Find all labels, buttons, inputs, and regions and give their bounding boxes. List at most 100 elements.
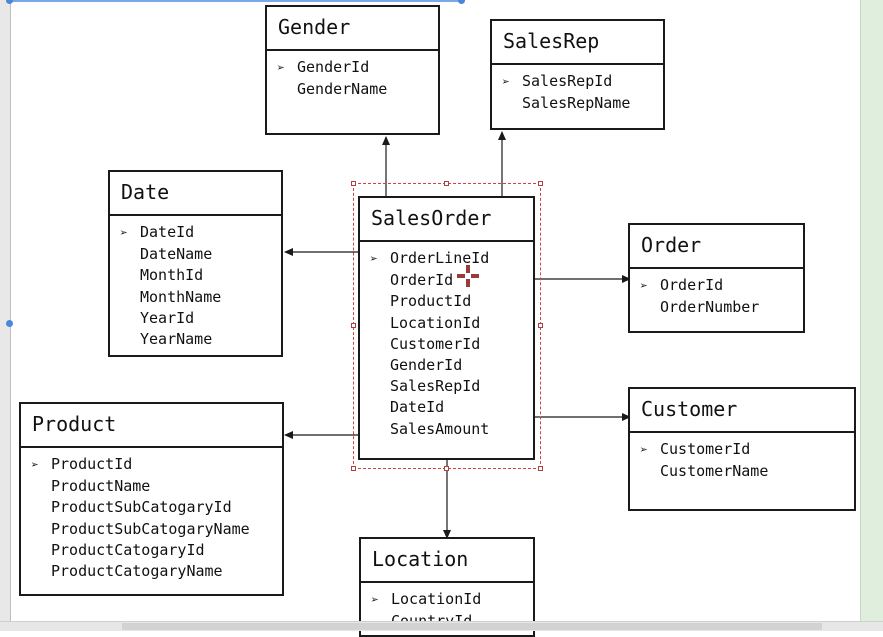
entity-title: SalesOrder	[360, 198, 533, 242]
field-row-key: ➢ DateId	[120, 222, 281, 244]
entity-title: Customer	[630, 389, 854, 433]
entity-location[interactable]: Location ➢LocationIdCountryId	[359, 537, 535, 637]
field-name: ProductId	[390, 292, 472, 311]
entity-title: Product	[21, 404, 282, 448]
entity-title: Gender	[267, 7, 438, 51]
field-name: ProductName	[51, 477, 151, 496]
field-name: CustomerName	[660, 462, 769, 481]
field-row: DateId	[370, 397, 533, 418]
field-row-key: ➢SalesRepId	[502, 71, 663, 93]
field-name: DateId	[140, 223, 195, 241]
primary-key-arrow-icon: ➢	[370, 252, 378, 267]
field-name: MonthName	[140, 287, 222, 306]
primary-key-arrow-icon: ➢	[120, 226, 128, 241]
horizontal-scrollbar[interactable]	[0, 621, 883, 631]
field-row: MonthName	[120, 287, 281, 308]
selection-handle[interactable]	[538, 323, 543, 328]
selection-handle[interactable]	[538, 466, 543, 471]
right-panel-edge	[860, 0, 883, 630]
primary-key-arrow-icon: ➢	[277, 61, 285, 76]
field-row: ProductSubCatogaryName	[31, 519, 282, 540]
field-name: LocationId	[391, 590, 482, 608]
field-name: ProductSubCatogaryId	[51, 498, 232, 517]
field-name: OrderNumber	[660, 298, 760, 317]
field-name: MonthId	[140, 266, 204, 285]
field-row: YearId	[120, 308, 281, 329]
field-row: ProductName	[31, 476, 282, 497]
primary-key-arrow-icon: ➢	[502, 75, 510, 90]
field-name: ProductCatogaryName	[51, 562, 223, 581]
field-name: SalesAmount	[390, 419, 490, 438]
field-row-key: ➢OrderId	[640, 275, 803, 297]
field-row: CustomerName	[640, 461, 854, 482]
field-name: CustomerId	[660, 440, 751, 458]
field-name: ProductCatogaryId	[51, 540, 205, 559]
entity-title: SalesRep	[492, 21, 663, 65]
field-name: YearId	[140, 308, 195, 327]
resize-handle[interactable]	[6, 0, 13, 4]
field-name: CustomerId	[390, 334, 481, 353]
resize-handle[interactable]	[6, 320, 13, 327]
field-row: GenderId	[370, 355, 533, 376]
field-row-key: ➢ OrderLineId	[370, 248, 533, 270]
field-name: OrderLineId	[390, 249, 490, 267]
field-row: OrderNumber	[640, 297, 803, 318]
selection-handle[interactable]	[351, 323, 356, 328]
selection-handle[interactable]	[538, 181, 543, 186]
move-cursor-icon	[457, 265, 479, 287]
field-name: ProductId	[51, 455, 133, 473]
field-name: YearName	[140, 330, 213, 349]
field-name: SalesRepId	[390, 377, 481, 396]
selection-handle[interactable]	[444, 181, 449, 186]
field-name: LocationId	[390, 313, 481, 332]
scrollbar-thumb[interactable]	[122, 623, 822, 630]
field-row-key: ➢ LocationId	[371, 589, 533, 611]
selection-handle[interactable]	[351, 466, 356, 471]
selection-guide-line	[10, 0, 460, 2]
field-row: LocationId	[370, 313, 533, 334]
field-row-key: ➢ProductId	[31, 454, 282, 476]
resize-handle[interactable]	[458, 0, 465, 4]
field-row: SalesRepName	[502, 93, 663, 114]
field-row: OrderId	[370, 270, 533, 291]
left-ruler	[0, 0, 11, 630]
primary-key-arrow-icon: ➢	[371, 593, 379, 608]
field-name: GenderName	[297, 80, 388, 99]
field-row: ProductId	[370, 291, 533, 312]
entity-title: Order	[630, 225, 803, 269]
field-row-key: ➢ CustomerId	[640, 439, 854, 461]
field-name: DateId	[390, 398, 445, 417]
field-row: YearName	[120, 329, 281, 350]
field-row: ProductCatogaryName	[31, 561, 282, 582]
field-name: SalesRepName	[522, 94, 631, 113]
primary-key-arrow-icon: ➢	[640, 443, 648, 458]
selection-handle[interactable]	[444, 466, 449, 471]
entity-title: Location	[361, 539, 533, 583]
field-row: DateName	[120, 244, 281, 265]
field-row: ProductCatogaryId	[31, 540, 282, 561]
field-row: GenderName	[277, 79, 438, 100]
selection-handle[interactable]	[351, 181, 356, 186]
field-name: ProductSubCatogaryName	[51, 519, 250, 538]
field-name: OrderId	[390, 271, 454, 290]
field-row: SalesRepId	[370, 376, 533, 397]
field-row: ProductSubCatogaryId	[31, 497, 282, 518]
field-row: CustomerId	[370, 334, 533, 355]
field-row: MonthId	[120, 265, 281, 286]
field-name: DateName	[140, 245, 213, 264]
